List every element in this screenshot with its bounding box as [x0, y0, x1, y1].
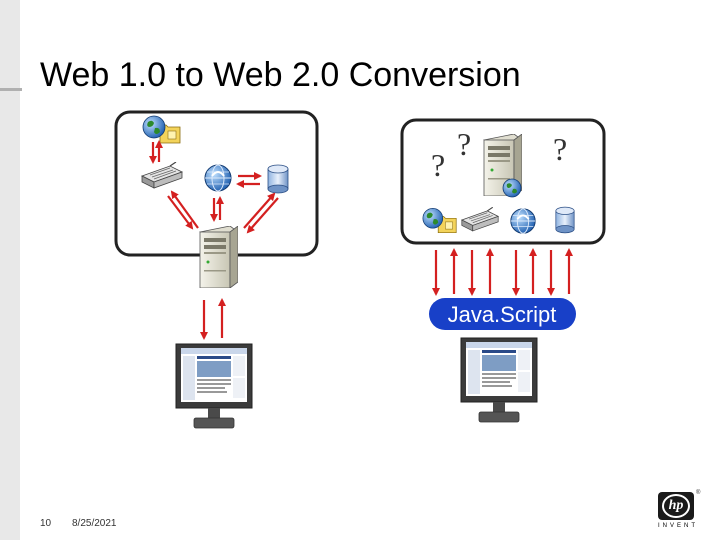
- question-mark-left: ?: [431, 147, 445, 183]
- page-number: 10: [40, 518, 52, 529]
- web2-web-globe-icon: [509, 207, 537, 235]
- hp-logo-tm: ®: [696, 490, 701, 496]
- web2-arrows: [432, 248, 573, 296]
- left-decorative-bar: [0, 0, 22, 540]
- slide-title: Web 1.0 to Web 2.0 Conversion: [40, 56, 521, 94]
- javascript-label: Java.Script: [448, 302, 557, 327]
- database-icon: [267, 164, 289, 194]
- javascript-pill: [429, 298, 576, 330]
- question-mark-center: ?: [457, 126, 471, 162]
- server-icon: [199, 226, 238, 288]
- hp-logo: hp ® INVENT: [656, 490, 701, 532]
- web2-monitor-icon: [460, 337, 538, 423]
- web-globe-icon: [204, 164, 232, 192]
- question-mark-right: ?: [553, 131, 567, 167]
- web1-arrows: [149, 140, 279, 340]
- title-accent-line: [0, 88, 22, 91]
- web2-database-icon: [555, 206, 575, 234]
- left-bar-divider: [20, 0, 22, 540]
- hp-logo-invent: INVENT: [658, 523, 699, 529]
- hp-logo-box: hp: [658, 492, 694, 520]
- hp-logo-mark: hp: [662, 494, 690, 518]
- web2-server-globe-icon: [502, 178, 522, 198]
- web1-monitor-icon: [175, 343, 253, 429]
- slide-date: 8/25/2021: [72, 518, 117, 529]
